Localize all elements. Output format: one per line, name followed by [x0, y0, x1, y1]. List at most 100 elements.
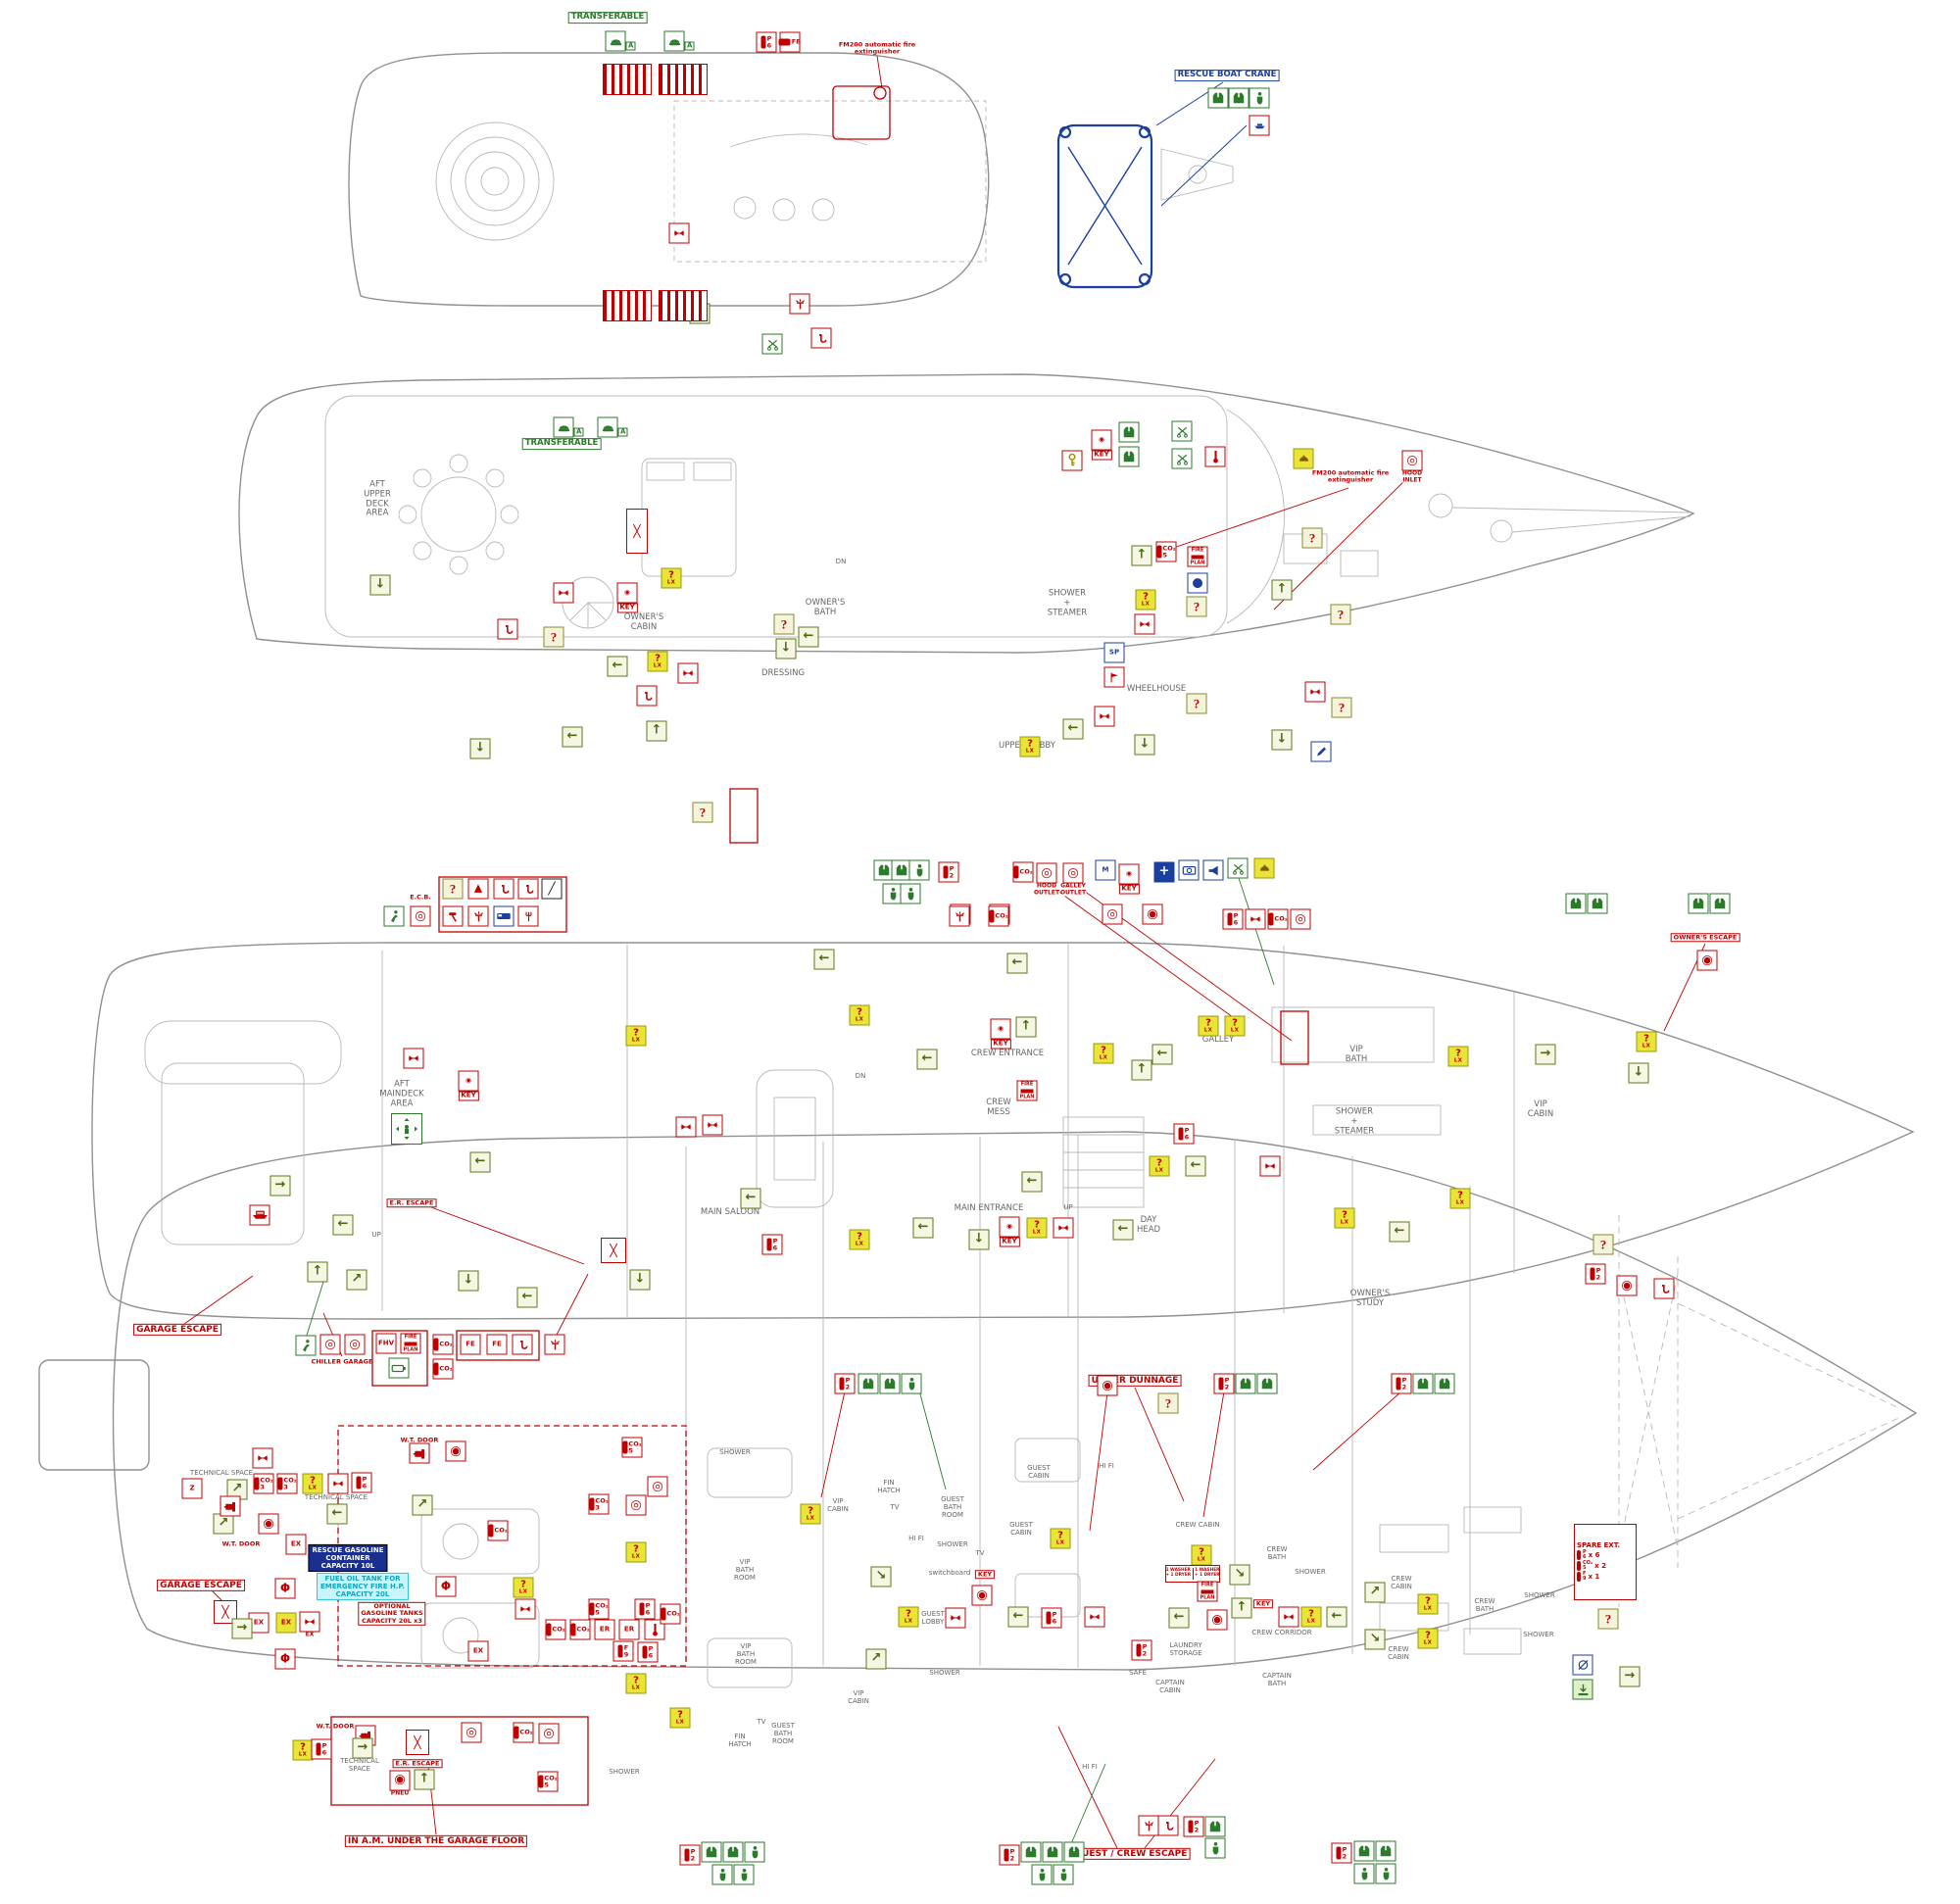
plan-label: TRANSFERABLE	[521, 438, 602, 450]
key-box-symbol: ◉KEY	[990, 1018, 1011, 1050]
key-box-symbol: ◉KEY	[1091, 429, 1112, 461]
lifejacket-icon	[1020, 1841, 1042, 1863]
smoke-detector-lx-symbol: ?LX	[898, 1606, 919, 1628]
smoke-detector-lx-symbol: ?LX	[849, 1004, 870, 1026]
lifejacket-icon	[1228, 87, 1250, 109]
escape-hatch-symbol: ╳	[406, 1730, 429, 1755]
alarm-call-point-symbol: ◉	[1142, 903, 1163, 925]
plan-label: SHOWER + STEAMER	[1334, 1106, 1375, 1136]
plan-label: TECHNICAL SPACE	[304, 1492, 368, 1501]
smoke-detector-lx-symbol: ?LX	[1636, 1031, 1657, 1052]
alarm-question-symbol: ?	[1186, 693, 1207, 714]
escape-direction-arrow: ↓	[458, 1270, 479, 1292]
plan-label: HI FI	[1082, 1762, 1098, 1771]
watertight-door-symbol	[409, 1442, 430, 1464]
escape-direction-arrow: ↗	[213, 1513, 234, 1535]
plan-label: VIP CABIN	[827, 1496, 849, 1513]
plan-label: CREW MESS	[986, 1098, 1011, 1117]
escape-direction-arrow: ↑	[1231, 1597, 1252, 1619]
sprinkler-symbol	[789, 293, 810, 315]
fire-extinguisher-symbol: P 2	[1131, 1639, 1152, 1661]
alarm-question-symbol: ?	[1186, 596, 1207, 617]
lifejacket-icon	[1063, 1841, 1085, 1863]
plan-label: CREW CABIN	[1391, 1574, 1412, 1590]
plan-label: E.R. ESCAPE	[386, 1198, 437, 1208]
eebd-icon	[1253, 857, 1275, 879]
fire-extinguisher-symbol: P 6	[637, 1641, 659, 1663]
eebd-icon	[1293, 448, 1314, 469]
red-letter-symbol: ER	[618, 1619, 640, 1640]
plan-label: OWNER'S CABIN	[623, 612, 664, 632]
immersion-suit-icon	[733, 1864, 755, 1885]
smoke-detector-lx-symbol: ?LX	[1198, 1015, 1219, 1037]
fire-hose-valve-symbol	[252, 1447, 273, 1469]
smoke-detector-lx-symbol: ?LX	[302, 1473, 323, 1494]
plan-label: CREW CABIN	[1175, 1520, 1220, 1529]
garage-tender-icon	[249, 1204, 270, 1226]
escape-direction-arrow: ↓	[1628, 1062, 1649, 1084]
ventilation-closure-symbol: ◎	[410, 905, 431, 927]
fire-extinguisher-symbol: P 2	[1331, 1842, 1352, 1864]
escape-direction-arrow: ←	[607, 656, 628, 677]
plan-label: FIN HATCH	[877, 1478, 901, 1494]
plan-label: CREW ENTRANCE	[970, 1049, 1045, 1059]
key-box-symbol: ◉KEY	[458, 1070, 479, 1101]
smoke-detector-lx-symbol: ?LX	[669, 1707, 691, 1729]
plan-label: GUEST BATH ROOM	[941, 1494, 964, 1520]
lifejacket-icon	[1565, 893, 1587, 914]
escape-direction-arrow: ↓	[1271, 729, 1293, 751]
alarm-question-symbol: ?	[1592, 1234, 1614, 1255]
ventilation-closure-symbol: ◎	[461, 1722, 482, 1743]
muster-station-icon	[391, 1113, 422, 1145]
ventilation-closure-symbol: ◎	[1290, 908, 1311, 930]
escape-direction-arrow: ↑	[1131, 545, 1152, 566]
plan-label: RESCUE GASOLINE CONTAINER CAPACITY 10L	[308, 1543, 388, 1573]
fire-hook-symbol	[810, 327, 832, 349]
red-letter-symbol: ER	[594, 1619, 615, 1640]
immersion-suit-icon	[1031, 1864, 1053, 1885]
fire-extinguisher-symbol: CO₂ 3	[588, 1493, 610, 1515]
escape-person-icon	[383, 905, 405, 927]
plan-label: GARAGE ESCAPE	[133, 1323, 221, 1337]
immersion-suit-icon	[908, 859, 930, 881]
plan-label: UP	[371, 1230, 381, 1239]
thermometer-symbol	[1204, 446, 1226, 467]
fire-extinguisher-symbol: P 6	[761, 1234, 783, 1255]
fire-hook-symbol	[497, 618, 518, 640]
fire-hose-valve-symbol	[1084, 1606, 1105, 1628]
liferaft-icon: A	[605, 30, 636, 52]
plan-label: W.T. DOOR	[400, 1436, 439, 1444]
escape-direction-arrow: ←	[1326, 1606, 1348, 1628]
deck-grating	[659, 290, 708, 321]
plan-label: OWNER'S STUDY	[1349, 1289, 1391, 1308]
alarm-call-point-symbol: ◉	[1616, 1275, 1638, 1296]
plan-label: SHOWER + STEAMER	[1047, 588, 1088, 617]
escape-direction-arrow: ←	[1007, 1606, 1029, 1628]
immersion-suit-icon	[1204, 1837, 1226, 1859]
escape-direction-arrow: ←	[562, 726, 583, 748]
plan-label: CHILLER GARAGE	[311, 1357, 373, 1366]
plan-label: FM200 automatic fire extinguisher	[1311, 468, 1390, 484]
escape-direction-arrow: ↗	[865, 1648, 887, 1670]
symbol-caption: KEY	[990, 1039, 1011, 1050]
plan-label: W.T. DOOR	[316, 1722, 355, 1731]
smoke-detector-lx-symbol: ?LX	[1417, 1628, 1439, 1649]
plan-label: SHOWER	[1524, 1590, 1555, 1599]
alarm-call-point-symbol: ◉	[1206, 1609, 1228, 1631]
fire-extinguisher-symbol: CO₂ 5	[1155, 541, 1177, 562]
lifejacket-icon	[701, 1841, 722, 1863]
fire-hose-valve-symbol	[1134, 613, 1155, 635]
plan-label: W.T. DOOR	[221, 1539, 261, 1548]
plan-label: CREW CABIN	[1388, 1644, 1409, 1661]
fire-extinguisher-symbol: P 2	[1183, 1816, 1204, 1837]
escape-direction-arrow: ←	[1168, 1607, 1190, 1629]
escape-direction-arrow: ←	[1389, 1221, 1410, 1243]
plan-label: DN	[855, 1071, 866, 1080]
escape-direction-arrow: ↓	[1134, 734, 1155, 756]
fire-hook-symbol	[1157, 1815, 1179, 1836]
escape-direction-arrow: ←	[740, 1188, 761, 1209]
cutting-tool-icon	[761, 333, 783, 355]
immersion-suit-icon	[1353, 1863, 1375, 1884]
